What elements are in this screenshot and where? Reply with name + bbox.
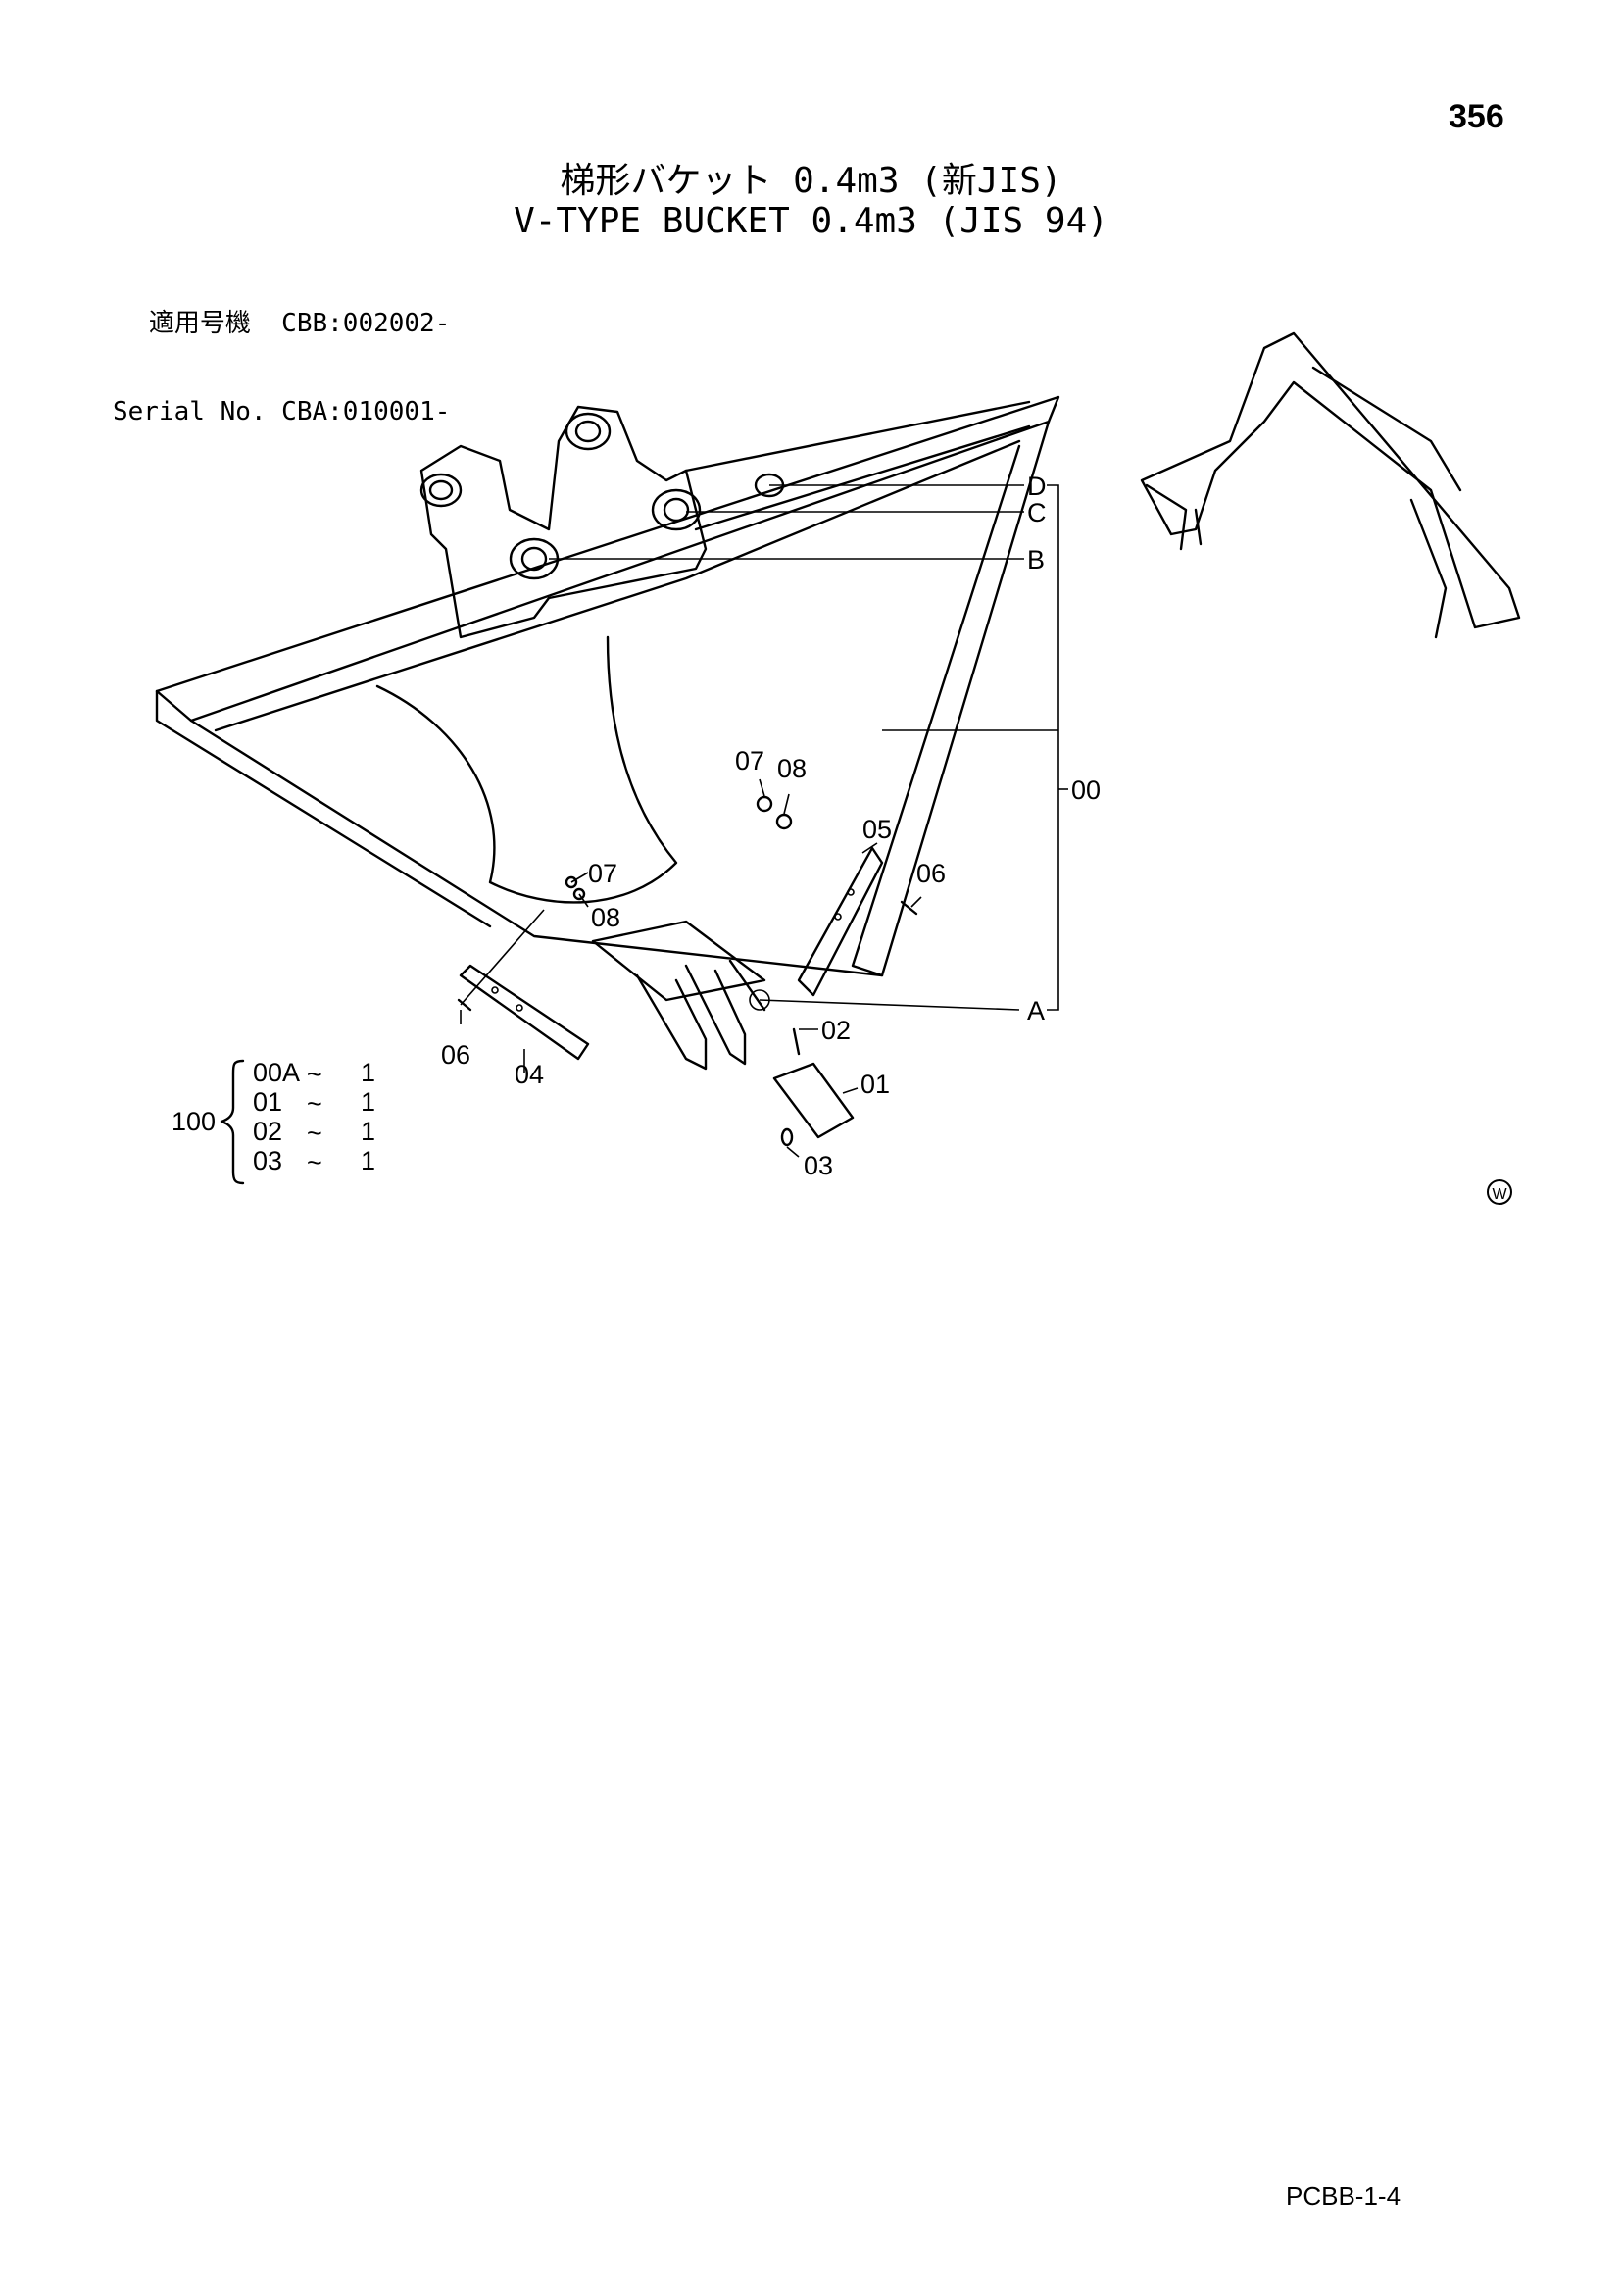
kit-row-2-part: 01 xyxy=(253,1087,282,1117)
callout-01: 01 xyxy=(860,1070,890,1099)
callout-A: A xyxy=(1027,996,1045,1025)
kit-row-3-qty: 1 xyxy=(361,1117,375,1146)
callout-05: 05 xyxy=(862,815,892,844)
circled-w-mark: W xyxy=(1487,1179,1512,1205)
kit-row-1-sep: ~ xyxy=(307,1060,322,1089)
kit-row-2-sep: ~ xyxy=(307,1089,322,1119)
kit-brace xyxy=(220,1059,245,1185)
excavator-inset-drawing xyxy=(1140,331,1521,639)
callout-07-left: 07 xyxy=(588,859,617,888)
title-japanese: 梯形バケット 0.4m3 (新JIS) xyxy=(560,161,1062,201)
callout-06-left: 06 xyxy=(441,1040,470,1070)
callout-03: 03 xyxy=(804,1151,833,1180)
leader-lines xyxy=(460,484,1068,1158)
callout-08-upper: 08 xyxy=(777,754,807,783)
callout-06-right: 06 xyxy=(916,859,946,888)
title-english: V-TYPE BUCKET 0.4m3 (JIS 94) xyxy=(514,201,1108,241)
kit-row-4-qty: 1 xyxy=(361,1146,375,1175)
kit-label: 100 xyxy=(172,1107,216,1136)
mark-letter: W xyxy=(1492,1186,1507,1203)
kit-row-4-sep: ~ xyxy=(307,1148,322,1177)
kit-composition: 100 00A ~ 1 01 ~ 1 02 ~ 1 03 ~ 1 xyxy=(172,1058,375,1185)
page-number: 356 xyxy=(1449,98,1504,135)
callout-B: B xyxy=(1027,545,1045,574)
kit-row-3-sep: ~ xyxy=(307,1119,322,1148)
callout-02: 02 xyxy=(821,1016,851,1045)
kit-row-4-part: 03 xyxy=(253,1146,282,1175)
callout-04: 04 xyxy=(515,1060,544,1089)
callout-07-upper: 07 xyxy=(735,746,764,775)
kit-row-2-qty: 1 xyxy=(361,1087,375,1117)
serial-line-applicable: 適用号機 CBB:002002- xyxy=(148,309,451,338)
footer-code: PCBB-1-4 xyxy=(1286,2181,1401,2211)
serial-block: 適用号機 CBB:002002- Serial No. CBA:010001- xyxy=(113,250,450,456)
kit-row-1-part: 00A xyxy=(253,1058,300,1087)
callout-08-left: 08 xyxy=(591,903,620,932)
bucket-drawing xyxy=(155,395,1060,1147)
kit-row-1-qty: 1 xyxy=(361,1058,375,1087)
callout-D: D xyxy=(1027,472,1047,501)
kit-row-3-part: 02 xyxy=(253,1117,282,1146)
callout-00: 00 xyxy=(1071,775,1101,805)
callout-labels: D C B A 00 07 08 05 06 07 08 06 04 02 01… xyxy=(441,472,1101,1180)
serial-line-number: Serial No. CBA:010001- xyxy=(113,397,451,426)
callout-C: C xyxy=(1027,498,1047,527)
